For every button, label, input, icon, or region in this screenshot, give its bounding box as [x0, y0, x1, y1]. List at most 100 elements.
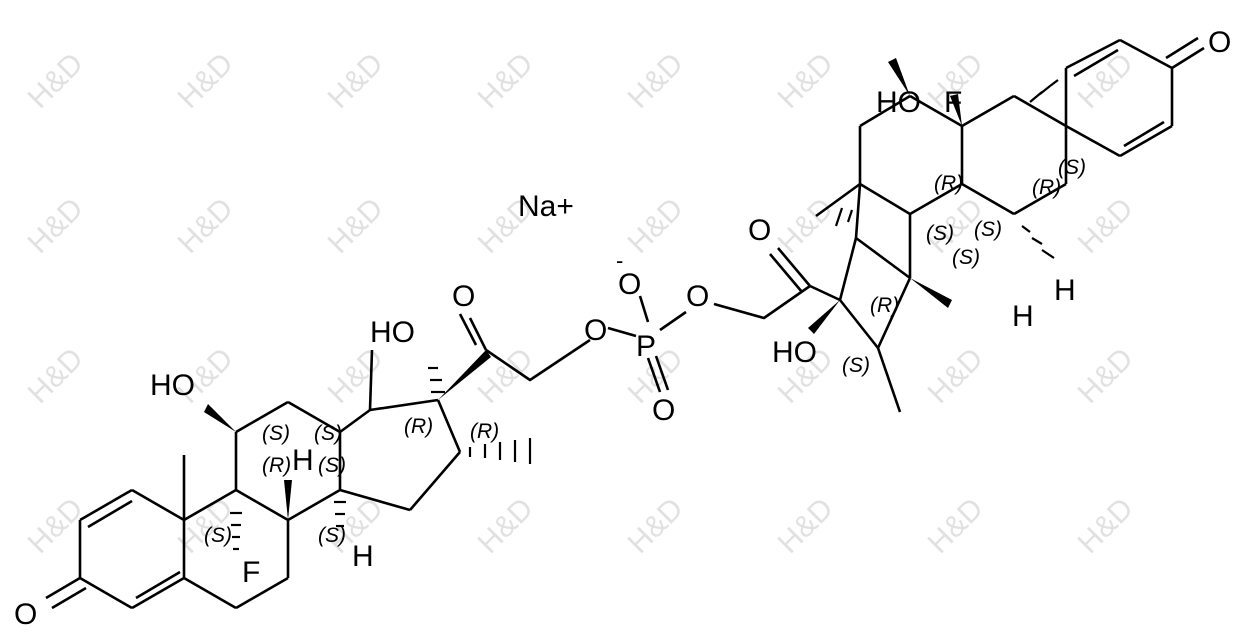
phosphorus-atom: P	[636, 330, 656, 363]
stereo-label: (S)	[262, 422, 290, 445]
watermark: H&D	[622, 492, 690, 560]
watermark: H&D	[622, 192, 690, 260]
c14-h-hash	[1021, 225, 1055, 259]
watermark: H&D	[772, 492, 840, 560]
p-o-right-bond	[659, 310, 687, 332]
c21-o-bond	[571, 338, 591, 354]
watermark: H&D	[1072, 342, 1140, 410]
c8-h-wedge	[910, 278, 952, 308]
ring-a-double-c4c5	[135, 570, 181, 600]
c20-keto-bond	[769, 247, 811, 293]
c16-methyl-hash	[468, 438, 532, 464]
stereo-label: (R)	[404, 415, 433, 438]
o-p-left-bond	[607, 326, 637, 338]
ring-d-bonds	[339, 398, 462, 512]
left-c17-hydroxyl: HO	[370, 316, 415, 349]
left-c3-ketone-oxygen: O	[14, 598, 37, 631]
right-h14: H	[1054, 274, 1076, 307]
watermark: H&D	[922, 342, 990, 410]
sodium-counter-ion: Na+	[518, 190, 574, 223]
c13-methyl	[815, 182, 861, 218]
c13-methyl	[368, 349, 374, 411]
stereo-label: (S)	[1058, 156, 1086, 179]
ring-d-bonds	[838, 183, 912, 349]
stereo-label: (R)	[262, 454, 291, 477]
stereo-label: (S)	[318, 524, 346, 547]
o-ch2-right	[713, 284, 811, 320]
c11-oh-wedge	[204, 404, 236, 432]
ring-c-bonds	[234, 400, 342, 522]
watermark: H&D	[1072, 492, 1140, 560]
watermark: H&D	[472, 47, 540, 115]
phosphate-double-oxygen: O	[652, 394, 675, 427]
side-chain-c20	[485, 348, 573, 382]
stereo-label: (R)	[870, 294, 899, 317]
left-c20-ketone-oxygen: O	[452, 280, 475, 313]
watermark: H&D	[172, 47, 240, 115]
left-h14: H	[352, 540, 374, 573]
watermark: H&D	[322, 47, 390, 115]
phosphate-ester-oxygen-left: O	[584, 314, 607, 347]
c3-keto-bond	[1165, 36, 1205, 70]
phosphate-bridge	[571, 284, 811, 393]
c8-h-wedge	[284, 480, 292, 520]
p-o-minus-bond	[638, 295, 650, 323]
watermark: H&D	[22, 342, 90, 410]
watermark: H&D	[22, 192, 90, 260]
p-o-double-bond	[646, 355, 670, 393]
c20-c17-bond	[809, 284, 841, 302]
stereo-label: (R)	[934, 172, 963, 195]
watermark: H&D	[322, 342, 390, 410]
c16-methyl	[876, 347, 902, 413]
left-c11-hydroxyl: HO	[150, 369, 195, 402]
stereo-label: (S)	[842, 354, 870, 377]
ring-a-double-c4c5	[1123, 120, 1165, 148]
ring-b-bonds	[960, 94, 1068, 216]
ring-a-bonds	[78, 488, 186, 610]
right-h8: H	[1012, 300, 1034, 333]
watermark: H&D	[772, 192, 840, 260]
stereo-label: (S)	[318, 454, 346, 477]
phosphate-ester-oxygen-right: O	[686, 280, 709, 313]
ring-b-top-bond	[1013, 94, 1067, 128]
stereo-label: (S)	[952, 246, 980, 269]
ring-c-bonds	[858, 94, 963, 216]
stereo-label: (S)	[974, 218, 1002, 241]
c9-f-wedge	[950, 94, 962, 126]
c3-keto-bond	[45, 576, 87, 610]
stereo-label: (S)	[204, 524, 232, 547]
c14-h-hash	[334, 500, 346, 528]
right-fluorine: F	[944, 86, 962, 119]
watermark: H&D	[472, 492, 540, 560]
stereo-label: (S)	[926, 222, 954, 245]
negative-charge: -	[616, 248, 623, 273]
ring-b-bonds	[183, 488, 290, 610]
right-c11-hydroxyl: HO	[876, 86, 921, 119]
c9-f-hash	[230, 511, 242, 551]
right-c20-ketone-oxygen: O	[748, 214, 771, 247]
watermark: H&D	[622, 47, 690, 115]
c10-methyl-hash	[1029, 79, 1059, 103]
watermark: H&D	[1072, 192, 1140, 260]
phosphate-anionic-oxygen: O	[618, 268, 641, 301]
right-c3-ketone-oxygen: O	[1208, 26, 1231, 59]
c17-sidechain-wedge	[438, 350, 491, 400]
watermark: H&D	[772, 47, 840, 115]
ring-a-bonds	[1064, 38, 1174, 158]
left-fluorine: F	[242, 556, 260, 589]
watermark-layer: H&D H&D H&D H&D H&D H&D H&D H&D H&D H&D …	[22, 47, 1140, 560]
ring-a-double-c1c2	[1073, 48, 1119, 78]
stereo-label: (S)	[314, 422, 342, 445]
watermark: H&D	[322, 192, 390, 260]
c17-oh-wedge	[808, 300, 840, 334]
c20-keto-bond	[458, 313, 488, 351]
watermark: H&D	[172, 192, 240, 260]
stereo-label: (R)	[470, 420, 499, 443]
watermark: H&D	[22, 47, 90, 115]
stereo-label: (R)	[1032, 176, 1061, 199]
watermark: H&D	[922, 492, 990, 560]
watermark: H&D	[472, 342, 540, 410]
c13-methyl-hash	[834, 207, 854, 227]
right-c17-hydroxyl: HO	[772, 336, 817, 369]
